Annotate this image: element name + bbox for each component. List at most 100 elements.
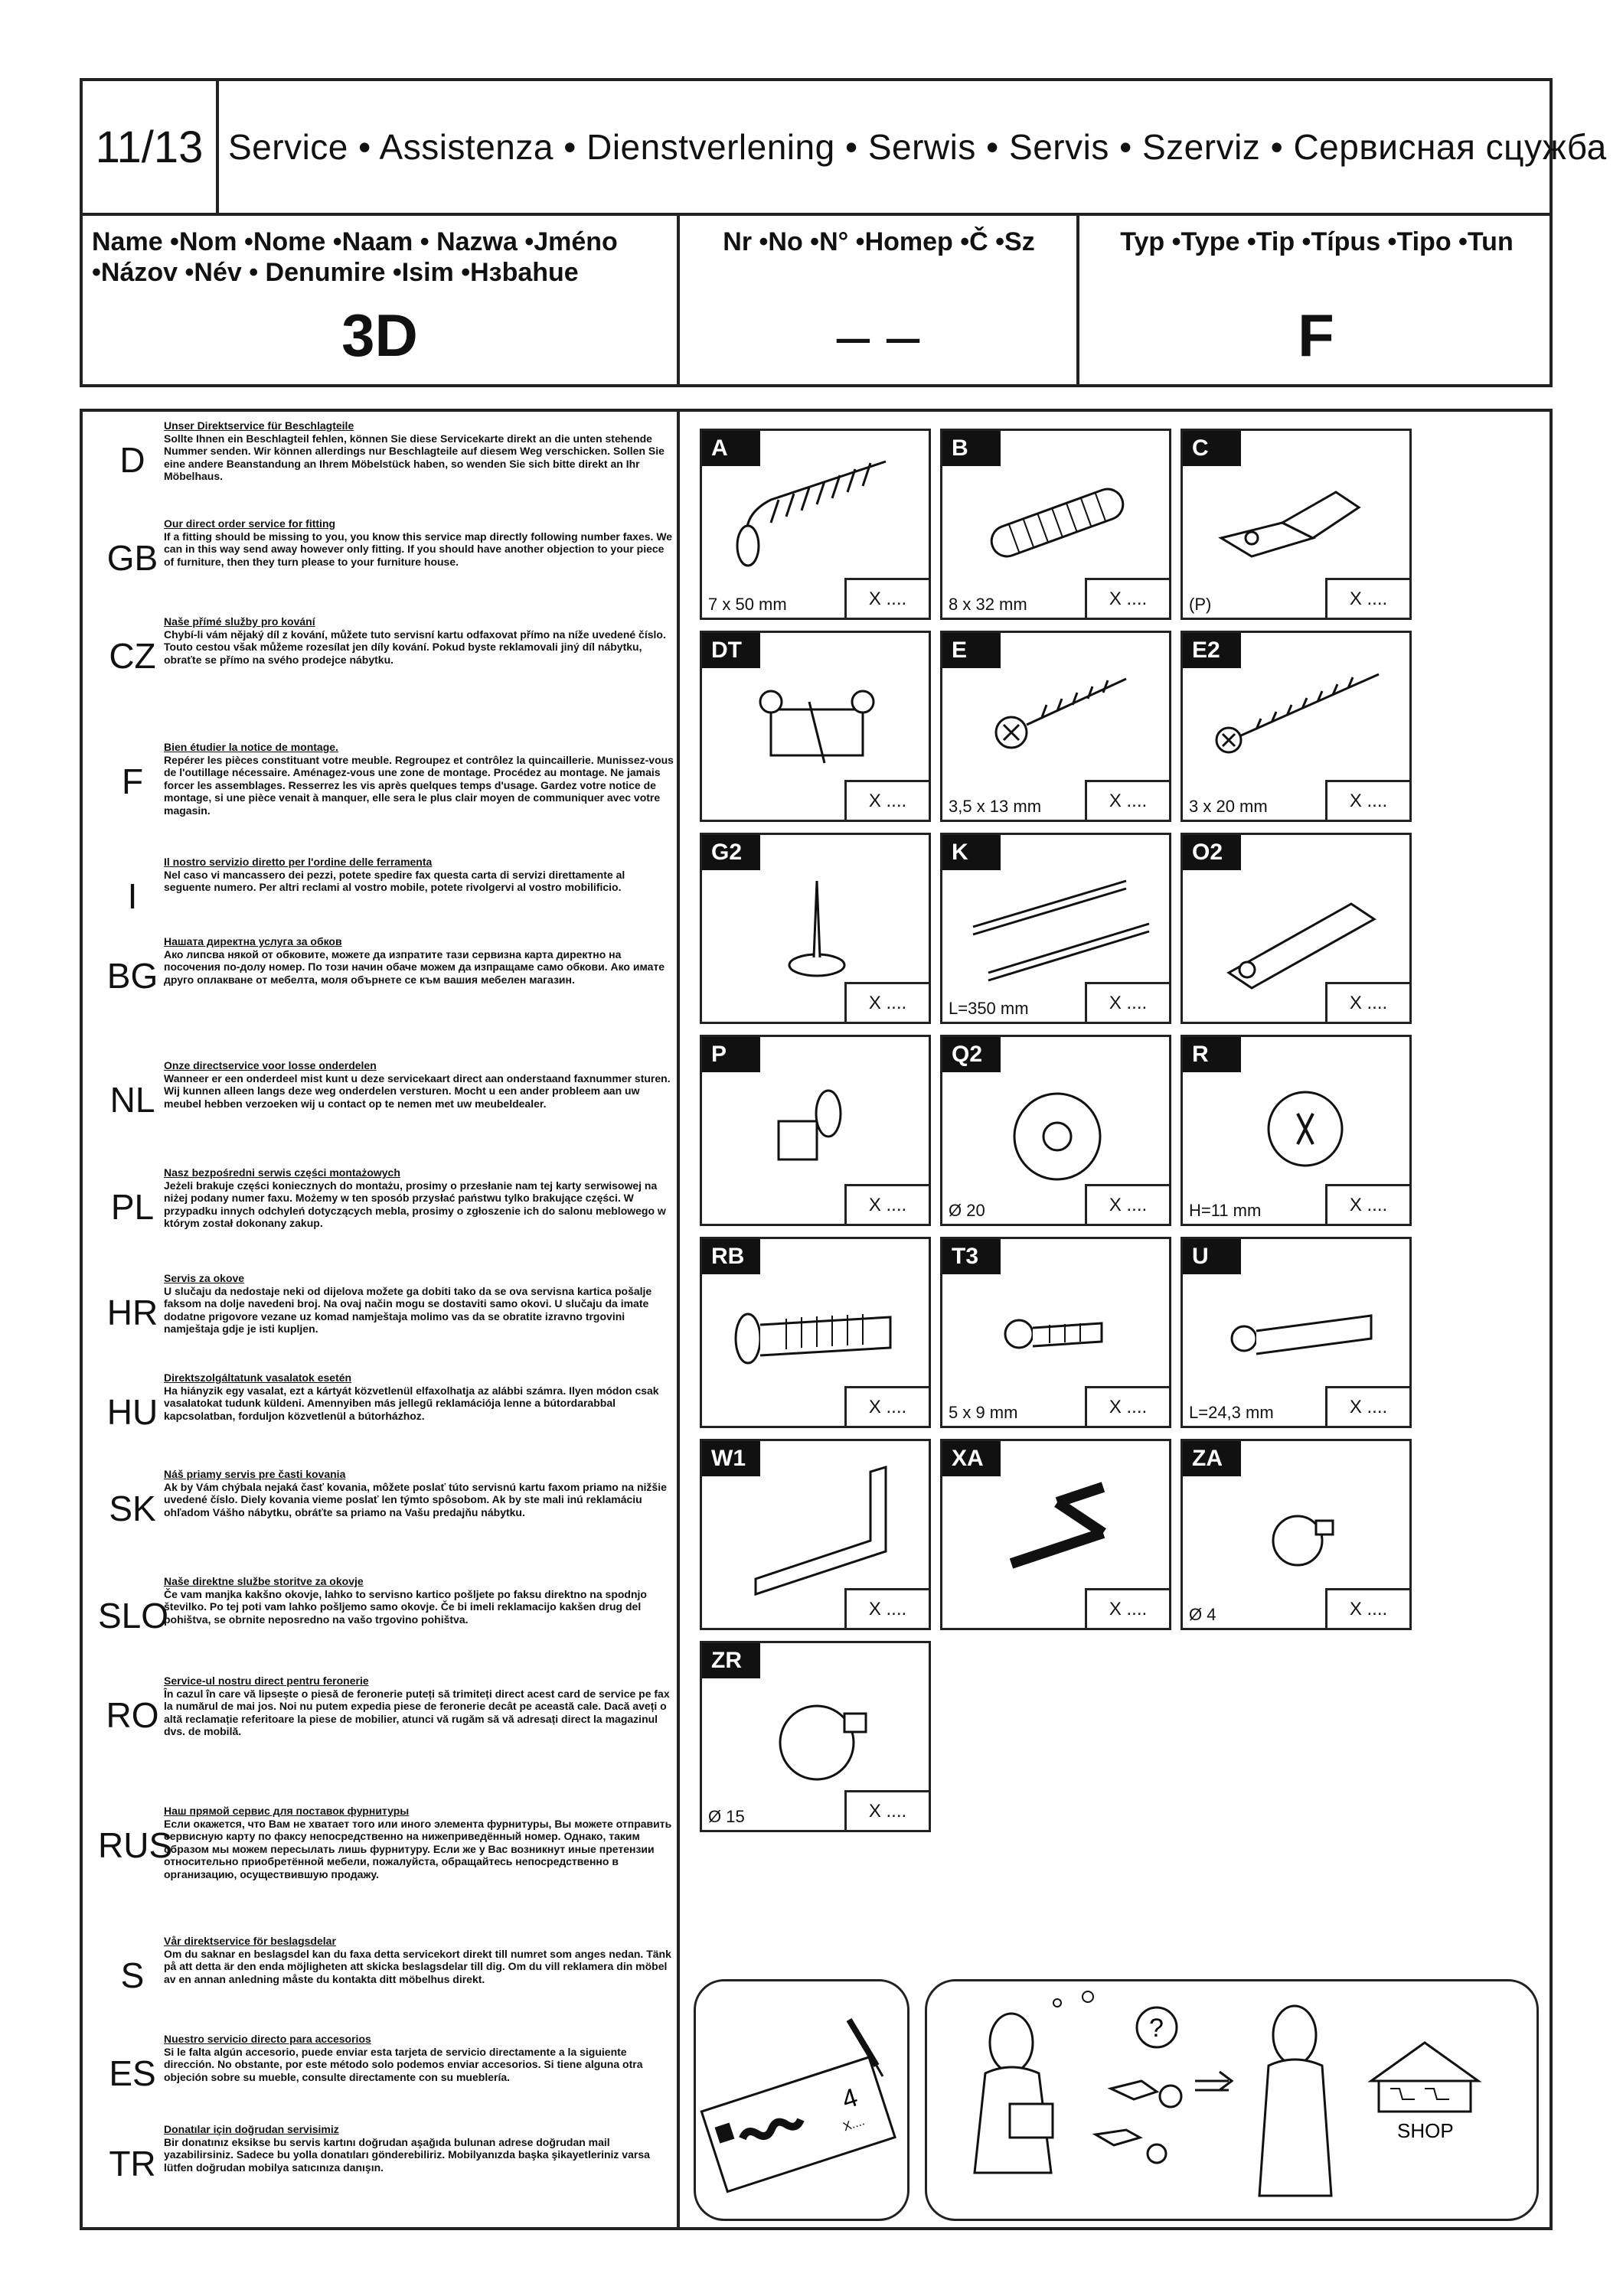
part-dimension: 3 x 20 mm: [1189, 797, 1268, 816]
hinge-icon: [1218, 491, 1361, 558]
part-quantity-field[interactable]: X ....: [1325, 1386, 1409, 1426]
part-dimension: Ø 4: [1189, 1605, 1216, 1624]
part-label: C: [1183, 431, 1241, 466]
part-quantity-field[interactable]: X ....: [844, 578, 929, 618]
part-dimension: L=350 mm: [949, 999, 1029, 1018]
part-quantity-field[interactable]: X ....: [1085, 982, 1169, 1022]
language-text: Service-ul nostru direct pentru feroneri…: [164, 1675, 674, 1738]
language-code: D: [119, 440, 145, 480]
part-dimension: Ø 20: [949, 1201, 985, 1220]
language-body: Nel caso vi mancassero dei pezzi, potete…: [164, 868, 625, 894]
shop-label: SHOP: [1397, 2119, 1454, 2142]
part-quantity-field[interactable]: X ....: [1325, 578, 1409, 618]
part-quantity-field[interactable]: X ....: [844, 1386, 929, 1426]
language-heading: Service-ul nostru direct pentru feroneri…: [164, 1675, 369, 1687]
language-heading: Náš priamy servis pre časti kovania: [164, 1468, 346, 1480]
number-cell: Nr •No •N° •Homep •Č •Sz – –: [680, 216, 1079, 384]
drawer-rail-icon: [972, 879, 1150, 982]
part-label: ZA: [1183, 1441, 1241, 1476]
service-card-icon: 4 X....: [700, 2017, 896, 2193]
part-quantity-field[interactable]: X ....: [1325, 780, 1409, 820]
language-body: Sollte Ihnen ein Beschlagteil fehlen, kö…: [164, 432, 665, 483]
part-label: G2: [702, 835, 760, 870]
language-body: Si le falta algún accesorio, puede envia…: [164, 2045, 643, 2083]
part-quantity-field[interactable]: X ....: [844, 982, 929, 1022]
language-body: Ak by Vám chýbala nejaká časť kovania, m…: [164, 1480, 667, 1518]
language-heading: Onze directservice voor losse onderdelen: [164, 1059, 377, 1071]
part-quantity-field[interactable]: X ....: [1085, 1386, 1169, 1426]
shop-scene-illustration: ? SHOP: [925, 1979, 1539, 2221]
language-heading: Donatılar için doğrudan servisimiz: [164, 2123, 339, 2135]
language-heading: Наш прямой сервис для поставок фурнитуры: [164, 1805, 410, 1817]
part-quantity-field[interactable]: X ....: [844, 1184, 929, 1224]
language-body: If a fitting should be missing to you, y…: [164, 530, 673, 568]
part-quantity-field[interactable]: X ....: [1085, 1588, 1169, 1628]
language-heading: Unser Direktservice für Beschlagteile: [164, 419, 354, 432]
part-quantity-field[interactable]: X ....: [1085, 780, 1169, 820]
language-text: Il nostro servizio diretto per l'ordine …: [164, 856, 674, 894]
part-dimension: (P): [1189, 595, 1212, 614]
service-card-illustration: 4 X....: [694, 1979, 909, 2221]
page-header: 11/13 Service • Assistenza • Dienstverle…: [80, 78, 1606, 216]
part-quantity-field[interactable]: X ....: [1325, 1588, 1409, 1628]
language-text: Nuestro servicio directo para accesorios…: [164, 2033, 674, 2083]
part-dimension: 8 x 32 mm: [949, 595, 1027, 614]
screw-icon: [736, 460, 887, 567]
catch-icon: [1226, 902, 1376, 990]
hinge-plate-icon: [759, 690, 875, 764]
part-quantity-field[interactable]: X ....: [1325, 982, 1409, 1022]
language-heading: Naše direktne službe storitve za okovje: [164, 1575, 364, 1587]
language-body: Jeżeli brakuje części koniecznych do mon…: [164, 1179, 666, 1230]
part-label: R: [1183, 1037, 1241, 1072]
part-label: P: [702, 1037, 760, 1072]
part-label: B: [942, 431, 1001, 466]
language-body: Om du saknar en beslagsdel kan du faxa d…: [164, 1947, 671, 1985]
angle-bracket-icon: [754, 1465, 887, 1596]
language-code: PL: [110, 1187, 155, 1227]
language-body: Ha hiányzik egy vasalat, ezt a kártyát k…: [164, 1384, 659, 1422]
part-quantity-field[interactable]: X ....: [1085, 578, 1169, 618]
language-code: GB: [106, 538, 158, 578]
language-heading: Нашата директна услуга за обков: [164, 935, 342, 947]
part-card: C (P) X ....: [1181, 429, 1412, 620]
part-quantity-field[interactable]: X ....: [1325, 1184, 1409, 1224]
svg-text:?: ?: [1149, 2014, 1164, 2043]
language-body: Če vam manjka kakšno okovje, lahko to se…: [164, 1587, 647, 1626]
language-text: Nasz bezpośredni serwis części montażowy…: [164, 1166, 674, 1230]
language-code: I: [127, 876, 138, 916]
part-quantity-field[interactable]: X ....: [1085, 1184, 1169, 1224]
part-dimension: 5 x 9 mm: [949, 1403, 1018, 1422]
part-card: G2 X ....: [700, 833, 931, 1024]
cap-small-icon: [1272, 1515, 1334, 1567]
language-body: Wanneer er een onderdeel mist kunt u dez…: [164, 1071, 671, 1110]
language-body: Bir donatınız eksikse bu servis kartını …: [164, 2135, 650, 2174]
dowel-icon: [990, 488, 1125, 558]
shelf-pin-icon: [777, 1089, 842, 1161]
language-body: Если окажется, что Вам не хватает того и…: [164, 1817, 672, 1880]
page-title: Service • Assistenza • Dienstverlening •…: [228, 127, 1607, 167]
part-label: U: [1183, 1239, 1241, 1274]
shop-scene-icon: ? SHOP: [973, 1991, 1482, 2197]
language-code: F: [121, 762, 144, 801]
part-label: T3: [942, 1239, 1001, 1274]
part-label: XA: [942, 1441, 1001, 1476]
cam-lock-icon: [1267, 1091, 1344, 1167]
language-body: U slučaju da nedostaje neki od dijelova …: [164, 1284, 652, 1336]
language-code: SK: [109, 1489, 156, 1528]
part-quantity-field[interactable]: X ....: [844, 780, 929, 820]
language-code: SLO: [98, 1596, 169, 1636]
part-quantity-field[interactable]: X ....: [844, 1588, 929, 1628]
language-heading: Naše přímé služby pro kování: [164, 615, 315, 628]
part-quantity-field[interactable]: X ....: [844, 1790, 929, 1830]
washer-icon: [1013, 1092, 1102, 1181]
